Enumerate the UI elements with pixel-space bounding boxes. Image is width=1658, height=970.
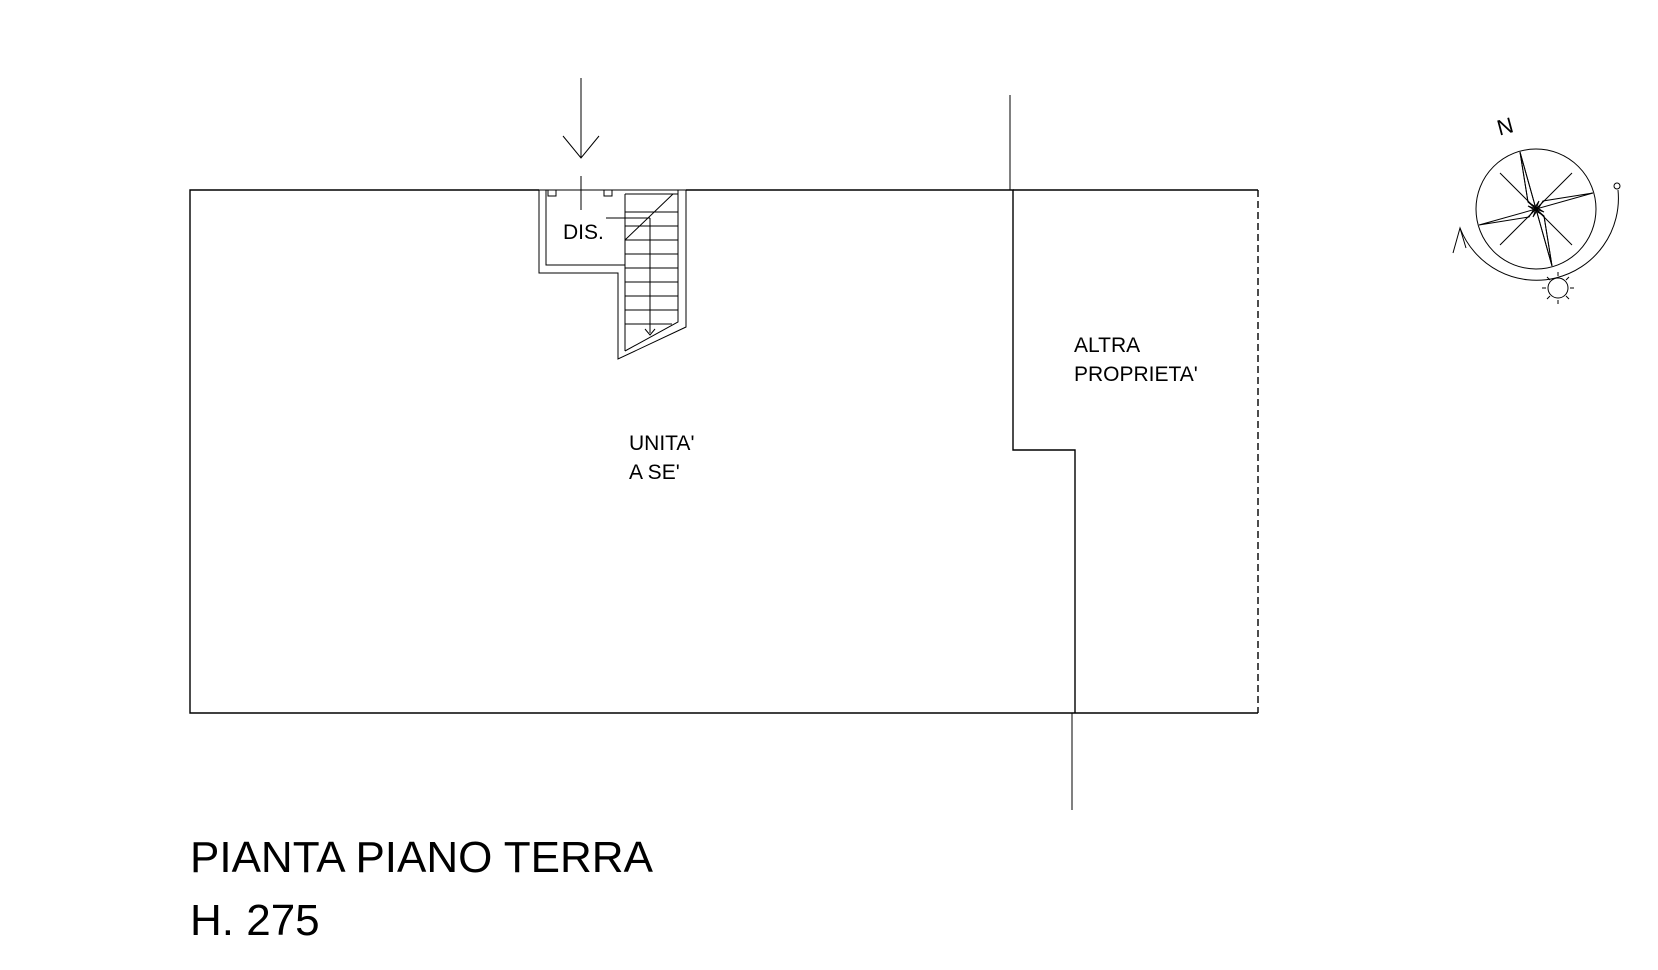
unit-outer-walls bbox=[189, 189, 1076, 714]
room-label-other-line2: PROPRIETA' bbox=[1074, 363, 1198, 386]
compass-rose: N bbox=[1452, 112, 1621, 304]
room-label-other-line1: ALTRA bbox=[1074, 334, 1140, 357]
sun-path-arc bbox=[1459, 189, 1619, 281]
stair-block bbox=[538, 189, 687, 360]
room-label-unit-line1: UNITA' bbox=[629, 432, 694, 455]
room-label-unit-line2: A SE' bbox=[629, 461, 680, 484]
room-label-dis: DIS. bbox=[563, 221, 604, 244]
entrance-arrow bbox=[562, 78, 600, 210]
drawing-title: PIANTA PIANO TERRA bbox=[190, 833, 654, 882]
compass-north-label: N bbox=[1494, 112, 1516, 140]
other-property-boundary bbox=[1013, 189, 1259, 714]
drawing-height-label: H. 275 bbox=[190, 896, 320, 945]
sun-icon bbox=[1542, 272, 1574, 304]
